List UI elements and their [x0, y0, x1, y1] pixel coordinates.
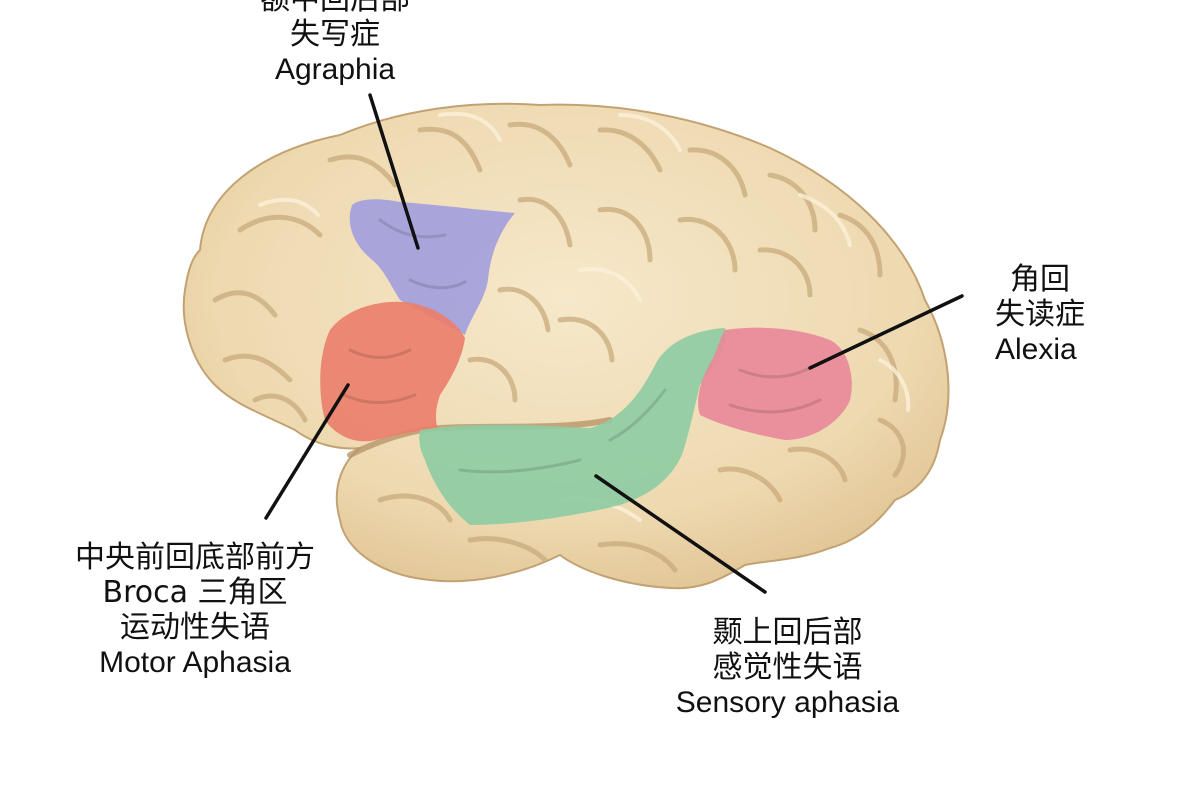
alexia-region: [698, 327, 852, 440]
motor-region: [320, 301, 465, 442]
agraphia-leader-line: [368, 93, 420, 250]
agraphia-label-line-2: 失写症: [290, 17, 380, 52]
motor-leader-line: [264, 383, 350, 520]
motor-label: 中央前回底部前方 Broca 三角区 运动性失语 Motor Aphasia: [45, 540, 345, 680]
agraphia-region: [349, 199, 515, 335]
motor-label-line-4: Motor Aphasia: [99, 646, 291, 679]
agraphia-label-line-3: Agraphia: [274, 53, 396, 86]
agraphia-label-line-1: 额中回后部: [225, 0, 445, 17]
leader-lines: [264, 93, 964, 594]
alexia-leader-line: [808, 294, 964, 370]
sensory-region: [419, 328, 726, 525]
sensory-leader-line: [594, 474, 767, 594]
alexia-label-line-1: 角回: [1010, 262, 1070, 297]
agraphia-label: 额中回后部 失写症 Agraphia: [225, 0, 445, 87]
alexia-label-line-2: 失读症: [995, 297, 1085, 332]
sensory-label-line-1: 颞上回后部: [712, 615, 863, 650]
region-folds: [343, 218, 822, 474]
motor-label-line-3: 运动性失语: [120, 610, 270, 645]
sensory-label: 颞上回后部 感觉性失语 Sensory aphasia: [645, 615, 930, 720]
gyri-folds: [212, 121, 906, 573]
sensory-label-line-2: 感觉性失语: [712, 650, 863, 685]
alexia-label: 角回 失读症 Alexia: [975, 262, 1125, 367]
alexia-label-line-3: Alexia: [995, 333, 1077, 366]
motor-label-line-1: 中央前回底部前方: [75, 540, 315, 575]
motor-label-line-2: Broca 三角区: [102, 575, 288, 610]
sensory-label-line-3: Sensory aphasia: [675, 686, 900, 719]
